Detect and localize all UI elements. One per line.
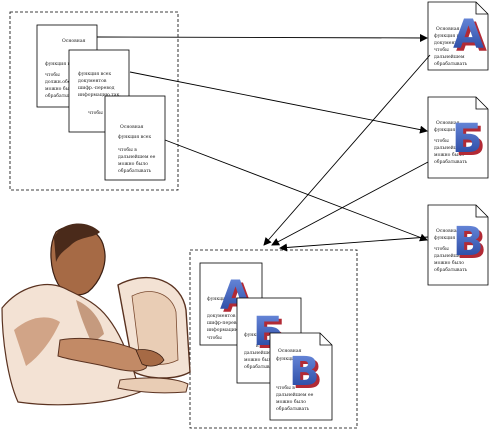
target-page-v-line-2: функция всех: [434, 234, 467, 241]
source-page-2-line-1: функция всех: [78, 70, 111, 77]
arrow-b-to-assembly: [271, 161, 429, 246]
assembled-page-b-line-4: можно было: [244, 356, 274, 363]
source-page-1-line-4: должн.обесп.: [45, 78, 78, 85]
source-page-1-line-1: Основная: [62, 38, 86, 44]
assembled-page-v-letter-shadow: В: [292, 352, 323, 398]
assembled-page-v: Основная функция всех чтобы в дальнейшем…: [269, 332, 333, 421]
target-page-b-line-6: обрабатывать: [434, 158, 468, 165]
assembled-page-v-line-5: можно было: [276, 398, 306, 405]
arrow-page3-to-v: [164, 139, 428, 242]
source-page-2-line-3: шифр.-перевод: [78, 84, 115, 91]
assembled-page-a-line-5: чтобы: [207, 334, 222, 341]
target-page-a: Основная функция всех документов чтобы д…: [427, 1, 489, 71]
arrow-page1-to-a: [96, 33, 428, 42]
target-page-v-line-4: дальнейшем: [434, 253, 465, 259]
target-page-b: Основная функция всех чтобы дальнейшем м…: [427, 96, 489, 179]
source-page-3-line-1: Основная: [120, 124, 144, 130]
source-page-3-line-5: можно было: [118, 160, 148, 167]
assembled-page-b-line-3: дальнейшем: [244, 350, 275, 356]
assembly-group-box: [189, 249, 358, 429]
target-page-v-letter-shadow: В: [456, 222, 487, 268]
target-page-v-line-6: обрабатывать: [434, 266, 468, 273]
target-page-v-line-3: чтобы: [434, 245, 449, 252]
source-page-1-line-5: можно было: [45, 85, 75, 92]
assembled-page-v-line-1: Основная: [278, 348, 302, 354]
source-page-1-line-2: функция всех: [45, 60, 78, 67]
target-page-a-line-4: чтобы: [434, 46, 449, 53]
target-page-a-line-5: дальнейшем: [434, 54, 465, 60]
assembled-page-b-line-1: функция всех: [244, 331, 277, 338]
target-page-v: Основная функция всех чтобы дальнейшем м…: [427, 204, 489, 286]
assembled-page-b-line-2: в: [256, 344, 259, 349]
arrow-a-to-assembly: [263, 54, 431, 246]
source-page-3: Основная функция всех чтобы в дальнейшем…: [104, 95, 166, 181]
assembled-page-v-line-4: дальнейшем ее: [276, 392, 314, 398]
target-page-v-line-5: можно было: [434, 259, 464, 266]
source-page-3-line-4: дальнейшем ее: [118, 154, 156, 160]
target-page-a-line-3: документов: [434, 41, 463, 46]
assembled-page-v-letter: В: [289, 349, 320, 395]
source-page-1-line-3: чтобы: [45, 71, 60, 78]
target-page-a-line-6: обрабатывать: [434, 60, 468, 67]
target-page-a-letter: А: [453, 12, 484, 58]
target-page-v-letter: В: [453, 219, 484, 265]
person-at-computer-illustration: [1, 223, 191, 406]
source-page-2-line-4: информацию так,: [78, 91, 121, 98]
source-page-3-line-6: обрабатывать: [118, 167, 152, 174]
target-page-b-letter: Б: [452, 116, 483, 162]
target-page-a-letter-shadow: А: [456, 15, 487, 61]
assembled-page-a-line-3: шифр-перевод: [207, 319, 242, 326]
arrow-v-to-assembly: [279, 236, 429, 252]
target-page-a-line-2: функция всех: [434, 32, 467, 39]
target-page-v-line-1: Основная: [436, 228, 460, 234]
source-page-2-line-5: чтобы: [88, 109, 103, 116]
source-page-2-line-2: документов: [78, 79, 107, 84]
target-page-b-letter-shadow: Б: [455, 119, 486, 165]
source-page-1-line-6: обрабатывать: [45, 92, 79, 99]
target-page-a-line-1: Основная: [436, 26, 460, 32]
assembled-page-v-line-2: функция всех: [276, 355, 309, 362]
source-page-3-line-2: функция всех: [118, 133, 151, 140]
arrow-page2-to-b: [129, 71, 428, 134]
assembled-page-v-line-3: чтобы в: [276, 384, 295, 391]
assembled-page-b-line-5: обрабатывать: [244, 363, 278, 370]
source-page-3-line-3: чтобы в: [118, 146, 137, 153]
assembled-page-v-line-6: обрабатывать: [276, 405, 310, 412]
assembled-page-a-line-1: функция всех: [207, 295, 240, 302]
target-page-b-line-3: чтобы: [434, 137, 449, 144]
target-page-b-line-1: Основная: [436, 120, 460, 126]
source-group-box: [9, 11, 179, 191]
target-page-b-line-4: дальнейшем: [434, 145, 465, 151]
target-page-b-line-2: функция всех: [434, 126, 467, 133]
assembled-page-a-line-4: информацию так,: [207, 326, 250, 333]
assembled-page-a-line-2: документов: [207, 314, 236, 319]
target-page-b-line-5: можно было: [434, 151, 464, 158]
